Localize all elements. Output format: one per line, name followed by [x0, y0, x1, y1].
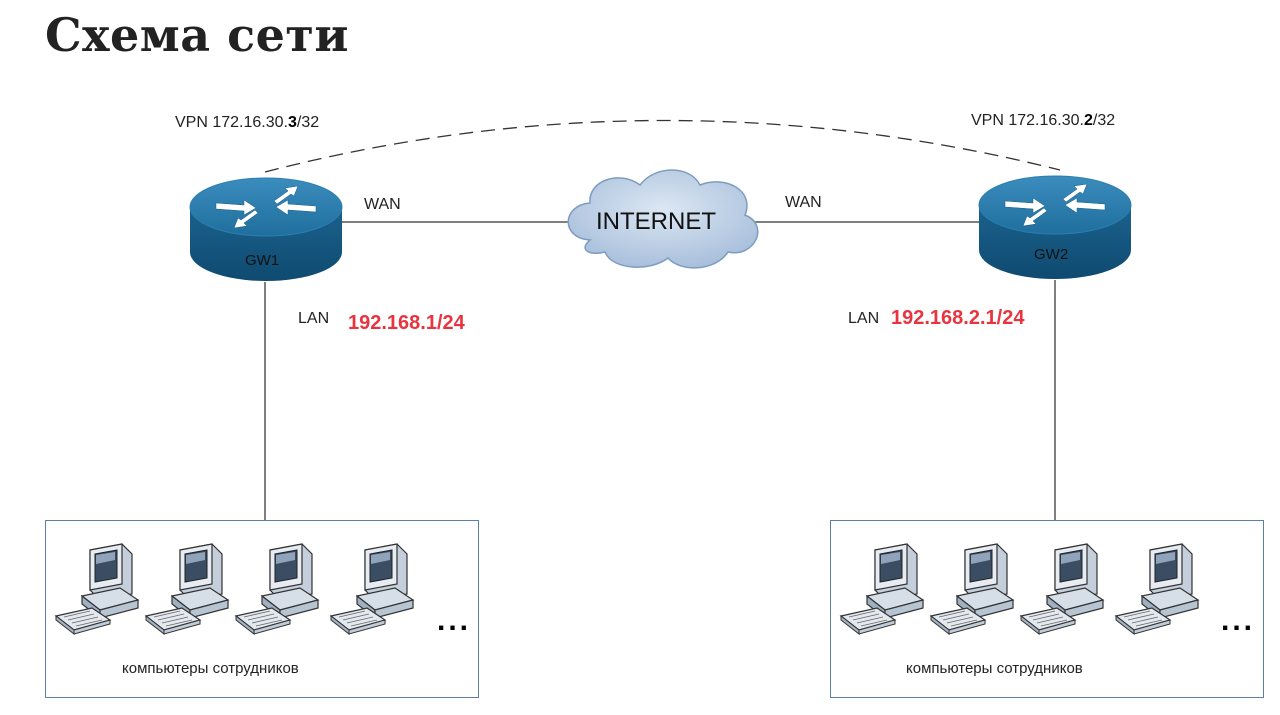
vpn-label-right: VPN 172.16.30.2/32: [971, 112, 1116, 129]
computer-icon: [55, 543, 139, 635]
lan-ip-right: 192.168.2.1/24: [891, 307, 1025, 329]
computer-icon: [930, 543, 1014, 635]
more-computers-left: ...: [437, 604, 472, 637]
gw2-label: GW2: [1034, 246, 1069, 263]
computer-icon: [145, 543, 229, 635]
lan-label-right: LAN: [848, 310, 880, 327]
vpn-tunnel-line: [264, 119, 1061, 173]
computer-icon: [330, 543, 414, 635]
wan-label-left: WAN: [364, 196, 401, 213]
lan-ip-left: 192.168.1/24: [348, 312, 465, 334]
wan-label-right: WAN: [785, 194, 822, 211]
internet-label: INTERNET: [596, 208, 716, 235]
gw1-label: GW1: [245, 252, 280, 269]
computer-icon: [235, 543, 319, 635]
more-computers-right: ...: [1221, 604, 1256, 637]
cloud-icon: [567, 169, 759, 269]
pc-group-caption-right: компьютеры сотрудников: [906, 660, 1083, 677]
computer-icon: [1020, 543, 1104, 635]
page-title: Схема сети: [45, 8, 349, 62]
computer-icon: [840, 543, 924, 635]
computer-icon: [1115, 543, 1199, 635]
pc-group-caption-left: компьютеры сотрудников: [122, 660, 299, 677]
vpn-label-left: VPN 172.16.30.3/32: [175, 114, 320, 131]
lan-label-left: LAN: [298, 310, 330, 327]
